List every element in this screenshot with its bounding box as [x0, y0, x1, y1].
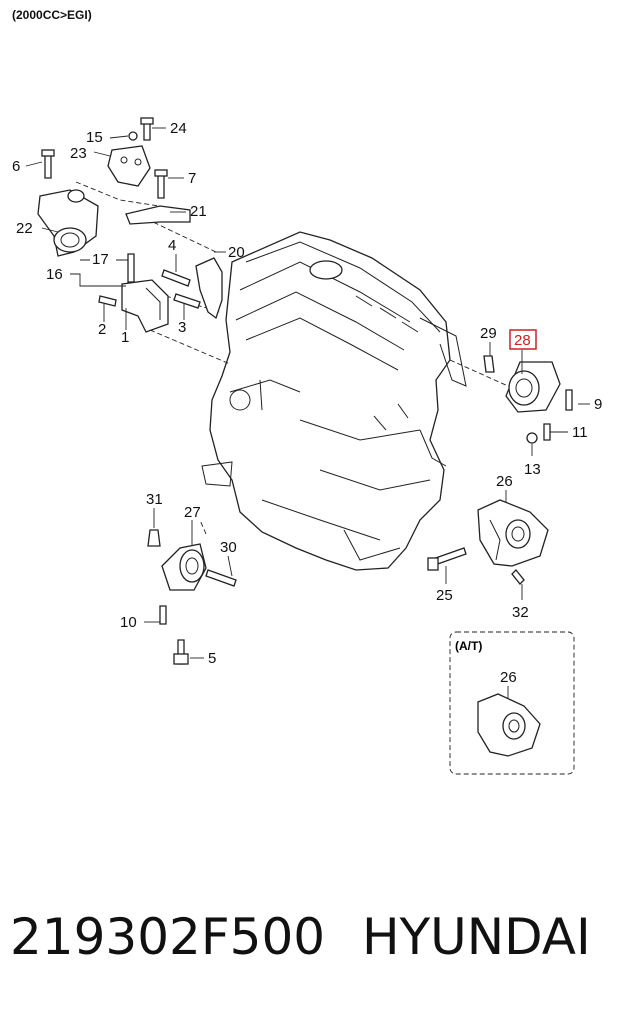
label-32: 32: [512, 604, 529, 621]
lower-right-mount-group: [427, 499, 549, 585]
engine-block: [201, 231, 467, 571]
right-mount-group: [483, 355, 573, 444]
label-20: 20: [228, 244, 245, 261]
bolt-24: [143, 121, 151, 141]
leader-lines: [25, 127, 590, 698]
lower-left-mount-group: [147, 529, 237, 665]
guide-line: [75, 181, 173, 209]
bracket-1: [121, 279, 169, 333]
bolt-30: [205, 569, 237, 587]
label-9: 9: [594, 396, 602, 413]
label-29: 29: [480, 325, 497, 342]
part-number: 219302F500: [10, 908, 326, 966]
label-1: 1: [121, 329, 129, 346]
bolt-4: [161, 269, 191, 287]
bracket-21: [125, 205, 191, 225]
guide-line: [449, 359, 509, 387]
bolt-29: [483, 355, 495, 373]
label-11: 11: [572, 424, 588, 441]
label-24: 24: [170, 120, 187, 137]
stud-17: [127, 253, 135, 283]
nut-13: [526, 432, 538, 444]
bolt-2: [98, 295, 117, 307]
label-16: 16: [46, 266, 63, 283]
bolt-32: [511, 569, 525, 585]
nut-31: [147, 529, 161, 547]
bolt-10: [159, 605, 167, 625]
label-26-inset: 26: [500, 669, 517, 686]
label-26: 26: [496, 473, 513, 490]
brand-name: HYUNDAI: [362, 908, 591, 966]
label-3: 3: [178, 319, 186, 336]
nut-15: [128, 131, 138, 141]
label-17: 17: [92, 251, 109, 268]
bolt-3: [173, 293, 201, 309]
label-6: 6: [12, 158, 20, 175]
label-7: 7: [188, 170, 196, 187]
label-4: 4: [168, 237, 176, 254]
bolt-11: [543, 423, 551, 441]
label-13: 13: [524, 461, 541, 478]
bracket-23: [107, 145, 151, 187]
label-22: 22: [16, 220, 33, 237]
label-30: 30: [220, 539, 237, 556]
label-28-highlight-box: [509, 329, 537, 350]
guide-line: [149, 329, 231, 365]
label-15: 15: [86, 129, 103, 146]
guide-line: [199, 519, 207, 535]
bolt-6: [44, 153, 52, 179]
label-5: 5: [208, 650, 216, 667]
label-21: 21: [190, 203, 207, 220]
label-25: 25: [436, 587, 453, 604]
bolt-7: [157, 173, 165, 199]
upper-mount-group: [37, 117, 223, 333]
bolt-9: [565, 389, 573, 411]
label-27: 27: [184, 504, 201, 521]
inset-box: [449, 631, 575, 775]
label-10: 10: [120, 614, 137, 631]
inset-mount-26: [477, 693, 541, 757]
footer: 219302F500 HYUNDAI: [0, 900, 621, 980]
bracket-20: [195, 257, 223, 320]
part-labels: 6 15 23 24 7 21 22 17 16 4 20 2 1 3 29 2…: [12, 120, 602, 686]
bushing-28: [508, 370, 540, 406]
label-23: 23: [70, 145, 87, 162]
label-31: 31: [146, 491, 163, 508]
label-28: 28: [514, 332, 531, 349]
variant-title: (2000CC>EGI): [12, 8, 92, 22]
label-2: 2: [98, 321, 106, 338]
inset-label: (A/T): [455, 639, 482, 653]
